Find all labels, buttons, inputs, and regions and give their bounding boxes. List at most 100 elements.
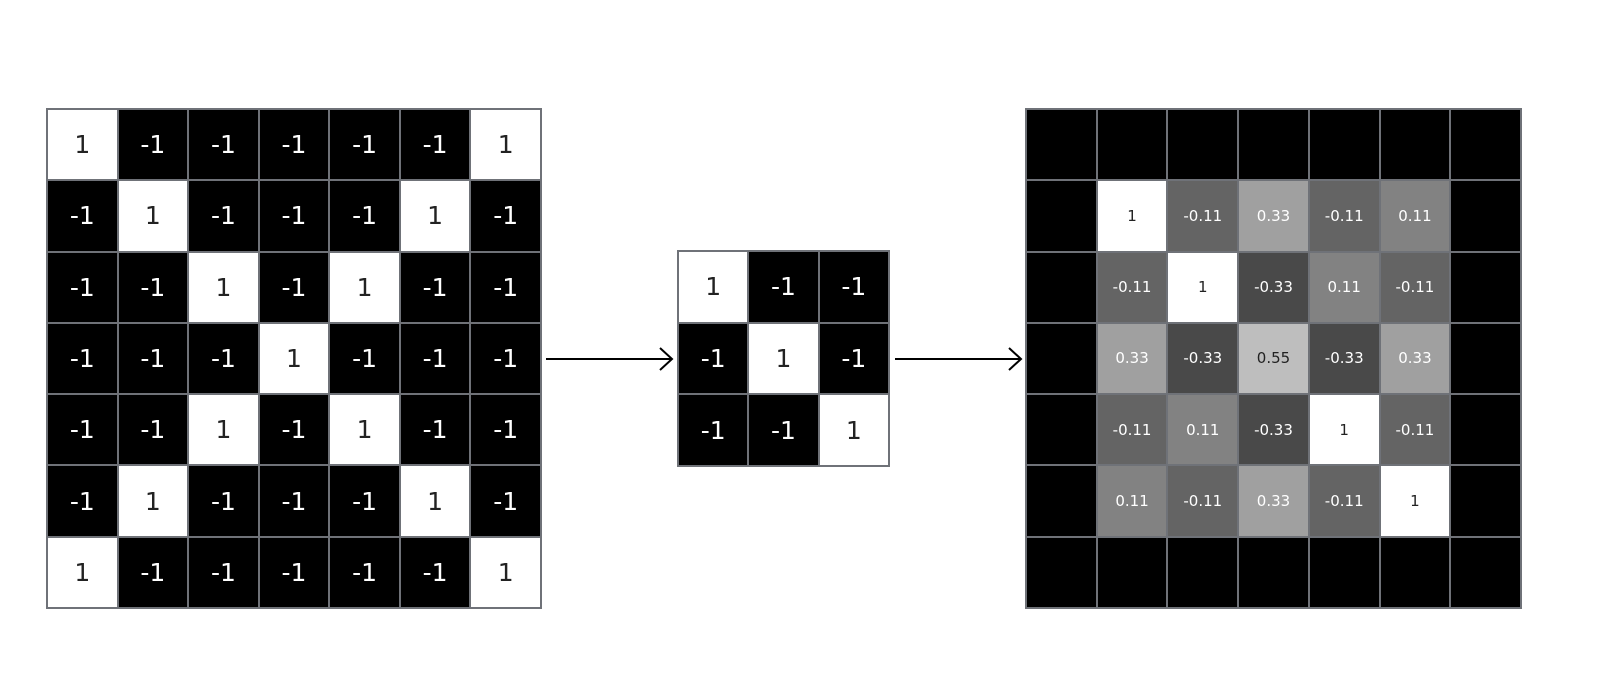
output-cell-4-0	[1027, 395, 1096, 465]
input-cell-0-6: 1	[471, 110, 540, 180]
input-cell-1-5: 1	[400, 181, 470, 251]
output-cell-2-0	[1027, 252, 1096, 322]
output-cell-6-3	[1239, 537, 1308, 607]
output-cell-2-6	[1451, 252, 1520, 322]
output-cell-6-0	[1027, 537, 1096, 607]
output-cell-0-1	[1097, 110, 1167, 180]
input-cell-6-2: -1	[189, 537, 258, 607]
output-cell-4-1: -0.11	[1097, 395, 1167, 465]
output-cell-4-2: 0.11	[1168, 395, 1238, 465]
output-cell-6-6	[1451, 537, 1520, 607]
input-cell-2-1: -1	[118, 252, 188, 322]
output-cell-0-4	[1309, 110, 1379, 180]
filter-cell-0-2: -1	[819, 252, 888, 322]
output-cell-0-0	[1027, 110, 1096, 180]
input-cell-1-6: -1	[471, 181, 540, 251]
filter-cell-2-0: -1	[679, 395, 748, 465]
input-cell-2-3: -1	[259, 252, 329, 322]
filter-cell-0-1: -1	[749, 252, 818, 322]
output-cell-2-1: -0.11	[1097, 252, 1167, 322]
input-cell-5-1: 1	[118, 466, 188, 536]
input-cell-2-5: -1	[400, 252, 470, 322]
filter-cell-2-1: -1	[749, 395, 818, 465]
input-cell-1-0: -1	[48, 181, 117, 251]
output-cell-4-5: -0.11	[1380, 395, 1450, 465]
output-cell-0-3	[1239, 110, 1308, 180]
input-cell-6-5: -1	[400, 537, 470, 607]
input-cell-1-3: -1	[259, 181, 329, 251]
input-cell-6-6: 1	[471, 537, 540, 607]
input-cell-2-6: -1	[471, 252, 540, 322]
input-cell-3-4: -1	[330, 323, 399, 394]
output-cell-5-4: -0.11	[1309, 466, 1379, 536]
output-cell-1-5: 0.11	[1380, 181, 1450, 251]
output-cell-2-5: -0.11	[1380, 252, 1450, 322]
output-cell-3-3: 0.55	[1239, 323, 1308, 394]
output-cell-3-1: 0.33	[1097, 323, 1167, 394]
output-cell-6-4	[1309, 537, 1379, 607]
input-cell-0-3: -1	[259, 110, 329, 180]
output-cell-1-4: -0.11	[1309, 181, 1379, 251]
output-cell-1-3: 0.33	[1239, 181, 1308, 251]
output-cell-5-5: 1	[1380, 466, 1450, 536]
output-cell-5-2: -0.11	[1168, 466, 1238, 536]
input-cell-3-3: 1	[259, 323, 329, 394]
output-cell-5-1: 0.11	[1097, 466, 1167, 536]
output-cell-4-6	[1451, 395, 1520, 465]
output-cell-5-3: 0.33	[1239, 466, 1308, 536]
filter-cell-2-2: 1	[819, 395, 888, 465]
input-cell-5-2: -1	[189, 466, 258, 536]
output-cell-5-0	[1027, 466, 1096, 536]
output-cell-1-6	[1451, 181, 1520, 251]
input-cell-4-6: -1	[471, 395, 540, 465]
output-cell-2-2: 1	[1168, 252, 1238, 322]
input-cell-3-1: -1	[118, 323, 188, 394]
output-cell-6-5	[1380, 537, 1450, 607]
input-cell-6-0: 1	[48, 537, 117, 607]
input-cell-0-0: 1	[48, 110, 117, 180]
input-cell-0-1: -1	[118, 110, 188, 180]
output-cell-3-5: 0.33	[1380, 323, 1450, 394]
input-cell-6-3: -1	[259, 537, 329, 607]
output-cell-5-6	[1451, 466, 1520, 536]
output-cell-1-2: -0.11	[1168, 181, 1238, 251]
input-cell-1-4: -1	[330, 181, 399, 251]
filter-cell-1-0: -1	[679, 323, 748, 394]
output-cell-0-6	[1451, 110, 1520, 180]
output-cell-3-6	[1451, 323, 1520, 394]
filter-cell-1-1: 1	[749, 323, 818, 394]
output-cell-3-0	[1027, 323, 1096, 394]
output-cell-0-2	[1168, 110, 1238, 180]
input-cell-4-1: -1	[118, 395, 188, 465]
input-cell-4-0: -1	[48, 395, 117, 465]
input-cell-2-4: 1	[330, 252, 399, 322]
input-cell-6-1: -1	[118, 537, 188, 607]
output-cell-2-3: -0.33	[1239, 252, 1308, 322]
output-cell-0-5	[1380, 110, 1450, 180]
input-cell-5-4: -1	[330, 466, 399, 536]
output-cell-6-2	[1168, 537, 1238, 607]
input-cell-5-0: -1	[48, 466, 117, 536]
input-cell-0-5: -1	[400, 110, 470, 180]
input-cell-3-0: -1	[48, 323, 117, 394]
filter-cell-0-0: 1	[679, 252, 748, 322]
input-cell-3-2: -1	[189, 323, 258, 394]
input-cell-1-1: 1	[118, 181, 188, 251]
input-cell-4-2: 1	[189, 395, 258, 465]
output-cell-6-1	[1097, 537, 1167, 607]
input-cell-2-0: -1	[48, 252, 117, 322]
filter-cell-1-2: -1	[819, 323, 888, 394]
arrow-input-to-filter	[546, 347, 674, 371]
output-cell-3-2: -0.33	[1168, 323, 1238, 394]
input-cell-0-4: -1	[330, 110, 399, 180]
input-cell-4-3: -1	[259, 395, 329, 465]
input-cell-0-2: -1	[189, 110, 258, 180]
input-cell-5-6: -1	[471, 466, 540, 536]
arrow-filter-to-output	[895, 347, 1023, 371]
output-cell-2-4: 0.11	[1309, 252, 1379, 322]
output-cell-1-0	[1027, 181, 1096, 251]
input-cell-5-5: 1	[400, 466, 470, 536]
